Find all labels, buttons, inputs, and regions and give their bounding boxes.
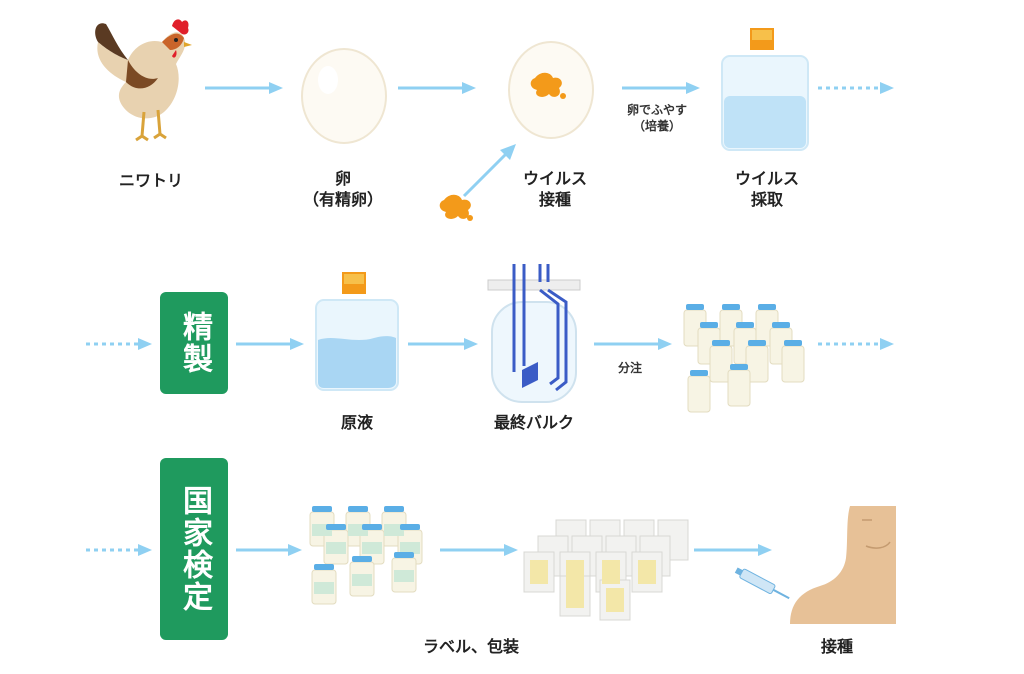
label-egg: 卵 （有精卵） (302, 169, 383, 209)
arrow-icon (236, 338, 304, 350)
arrow-icon (694, 544, 772, 556)
packages-icon (523, 519, 689, 621)
arrow-icon (440, 544, 518, 556)
stage-purification: 精製 (160, 292, 228, 394)
label-label-pack: ラベル、包装 (422, 637, 519, 656)
arrow-icon (622, 82, 700, 94)
tank-icon (487, 264, 581, 403)
labeled-vials-icon (309, 506, 423, 605)
dotted-arrow-icon (86, 338, 152, 350)
label-chicken: ニワトリ (118, 171, 183, 190)
dotted-arrow-icon (818, 338, 894, 350)
label-fill: 分注 (617, 361, 642, 375)
label-incubate: 卵でふやす （培養） (626, 103, 687, 133)
arrow-icon (462, 144, 516, 198)
syringe-icon (734, 567, 790, 600)
arrow-icon (398, 82, 476, 94)
label-virus-inoculation: ウイルス 接種 (522, 169, 587, 209)
label-final-bulk: 最終バルク (493, 413, 574, 432)
person-shoulder-icon (790, 506, 896, 624)
stage-national-test: 国家検定 (160, 458, 228, 640)
inoculated-egg-icon (508, 41, 594, 139)
arrow-icon (594, 338, 672, 350)
arrow-icon (205, 82, 283, 94)
virus-icon (439, 194, 473, 221)
arrow-icon (408, 338, 478, 350)
egg-icon (301, 48, 387, 144)
label-crude: 原液 (340, 413, 373, 432)
label-vaccination: 接種 (820, 637, 853, 656)
arrow-icon (236, 544, 302, 556)
vials-icon (683, 304, 805, 413)
label-virus-harvest: ウイルス 採取 (734, 169, 799, 209)
dotted-arrow-icon (86, 544, 152, 556)
bottle-icon (315, 272, 399, 391)
bottle-icon (721, 28, 809, 151)
dotted-arrow-icon (818, 82, 894, 94)
chicken-icon (95, 19, 192, 142)
